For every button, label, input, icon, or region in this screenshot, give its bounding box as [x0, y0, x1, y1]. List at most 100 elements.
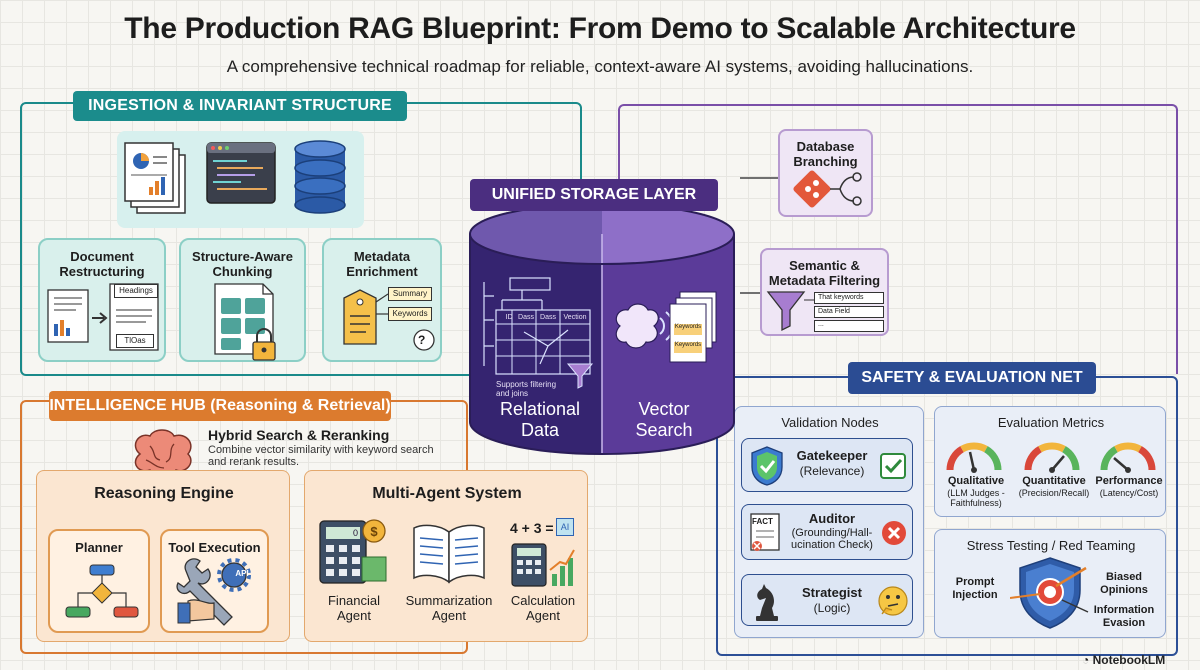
intelligence-banner: INTELLIGENCE HUB (Reasoning & Retrieval) [49, 391, 391, 421]
chunking-title-1: Structure-Aware [192, 249, 293, 264]
metadata-title-1: Metadata [353, 249, 411, 264]
validation-nodes-title: Validation Nodes [781, 415, 879, 430]
shield-check-icon [751, 446, 783, 486]
filter-tag-2: Data Field [814, 306, 884, 318]
database-icon [294, 140, 346, 214]
strategist-detail: (Logic) [813, 601, 851, 615]
qualitative-label: Qualitative [947, 475, 1005, 487]
gatekeeper-node: Gatekeeper (Relevance) [741, 438, 913, 492]
strategist-label: Strategist [802, 585, 862, 600]
gear-icon [217, 558, 251, 592]
summarization-agent-2: Agent [432, 608, 466, 623]
information-evasion-1: Information [1093, 604, 1155, 616]
structure-aware-chunking-card: Structure-Aware Chunking [179, 238, 306, 362]
vector-brain-icon [615, 291, 717, 363]
storage-note-1: Supports filtering [496, 380, 557, 389]
planner-card: Planner [48, 529, 150, 633]
financial-agent-1: Financial [327, 593, 381, 608]
auditor-detail-2: ucination Check) [791, 539, 873, 551]
storage-banner: UNIFIED STORAGE LAYER [470, 179, 718, 211]
vector-keyword-chip-2: Keywords [674, 342, 702, 348]
filter-tag-3: ... [814, 320, 884, 332]
performance-label: Performance [1095, 475, 1163, 487]
shield-target-icon [1010, 557, 1089, 629]
evaluation-metrics-title: Evaluation Metrics [997, 415, 1105, 430]
chess-knight-icon [756, 584, 778, 621]
question-icon: ? [418, 333, 426, 347]
performance-gauge-icon [1100, 442, 1156, 473]
page-subtitle: A comprehensive technical roadmap for re… [226, 57, 974, 76]
git-branch-icon [793, 170, 862, 208]
open-book-icon [413, 524, 485, 584]
information-evasion-2: Evasion [1102, 617, 1146, 629]
hybrid-desc-1: Combine vector similarity with keyword s… [208, 444, 434, 456]
ai-answer-box: AI [556, 518, 574, 536]
database-branching-card: Database Branching [778, 129, 873, 217]
prompt-injection-2: Injection [952, 589, 998, 601]
relational-data-label-1: Relational [499, 399, 581, 419]
fact-badge: FACT [752, 517, 773, 526]
table-header-dass-1: Dass [518, 314, 534, 321]
safety-banner: SAFETY & EVALUATION NET [848, 362, 1096, 394]
flowchart-icon [65, 564, 139, 618]
auditor-label: Auditor [808, 511, 856, 526]
tool-execution-card: Tool Execution API [160, 529, 269, 633]
qualitative-gauge-icon [946, 442, 1002, 473]
table-header-id: ID [505, 314, 513, 321]
auditor-node: FACT Auditor (Grounding/Hall- ucination … [741, 504, 913, 560]
metadata-title-2: Enrichment [346, 264, 418, 279]
qualitative-detail-1: (LLM Judges - [947, 488, 1005, 498]
headings-tag: Headings [114, 284, 158, 298]
summary-tag: Summary [388, 287, 432, 301]
metadata-enrichment-card: Metadata Enrichment Summary Keywords ? [322, 238, 442, 362]
reasoning-engine-title: Reasoning Engine [94, 485, 234, 502]
hybrid-search-title: Hybrid Search & Reranking [208, 427, 390, 443]
prompt-injection-1: Prompt [955, 576, 995, 588]
qualitative-detail-2: Faithfulness) [950, 498, 1002, 508]
filter-tag-1: That keywords [814, 292, 884, 304]
document-restructuring-card: Document Restructuring Headings TlOas [38, 238, 166, 362]
semantic-filtering-card: Semantic & Metadata Filtering That keywo… [760, 248, 889, 336]
filtering-title-1: Semantic & [789, 258, 860, 273]
planner-label: Planner [75, 540, 123, 555]
x-circle-icon [882, 521, 906, 545]
filtering-title-2: Metadata Filtering [768, 273, 881, 288]
calculation-agent-2: Agent [526, 608, 560, 623]
tool-execution-label: Tool Execution [168, 540, 261, 555]
relational-table-icon [483, 277, 594, 389]
fact-document-icon [750, 513, 780, 551]
relational-data-label-2: Data [520, 420, 560, 440]
strategist-node: Strategist (Logic) [741, 574, 913, 626]
branching-title-1: Database [796, 139, 855, 154]
keywords-tag: Keywords [388, 307, 432, 321]
storage-note-2: and joins [496, 389, 529, 398]
lock-icon [252, 328, 276, 361]
quantitative-gauge-icon [1024, 442, 1080, 473]
biased-opinions-1: Biased [1105, 571, 1143, 583]
vector-search-label-2: Search [635, 420, 693, 440]
hybrid-desc-2: and rerank results. [208, 456, 300, 468]
branching-title-2: Branching [793, 154, 858, 169]
calc-expression: 4 + 3 = [510, 520, 554, 536]
documents-icon [124, 142, 186, 214]
svg-text:$: $ [370, 524, 378, 539]
code-window-icon [206, 142, 276, 204]
gatekeeper-label: Gatekeeper [796, 448, 868, 463]
table-header-vection: Vection [563, 314, 587, 321]
vector-search-label-1: Vector [638, 399, 690, 419]
calc-screen-value: 0 [352, 528, 358, 538]
thinking-face-icon [878, 586, 908, 616]
document-restructuring-title-2: Restructuring [59, 264, 145, 279]
ingestion-icons-panel [117, 131, 364, 228]
storage-cylinder [469, 203, 735, 455]
performance-detail-1: (Latency/Cost) [1099, 488, 1159, 498]
stress-testing-title: Stress Testing / Red Teaming [966, 538, 1136, 553]
financial-agent-2: Agent [337, 608, 371, 623]
chunking-grid-icon [214, 283, 276, 361]
quantitative-detail-1: (Precision/Recall) [1018, 488, 1090, 498]
notebooklm-brand: ◔ NotebookLM [1082, 653, 1165, 667]
tag-icon [343, 289, 435, 351]
vector-keyword-chip-1: Keywords [674, 324, 702, 330]
document-restructuring-title-1: Document [70, 249, 134, 264]
auditor-detail-1: (Grounding/Hall- [791, 527, 873, 539]
